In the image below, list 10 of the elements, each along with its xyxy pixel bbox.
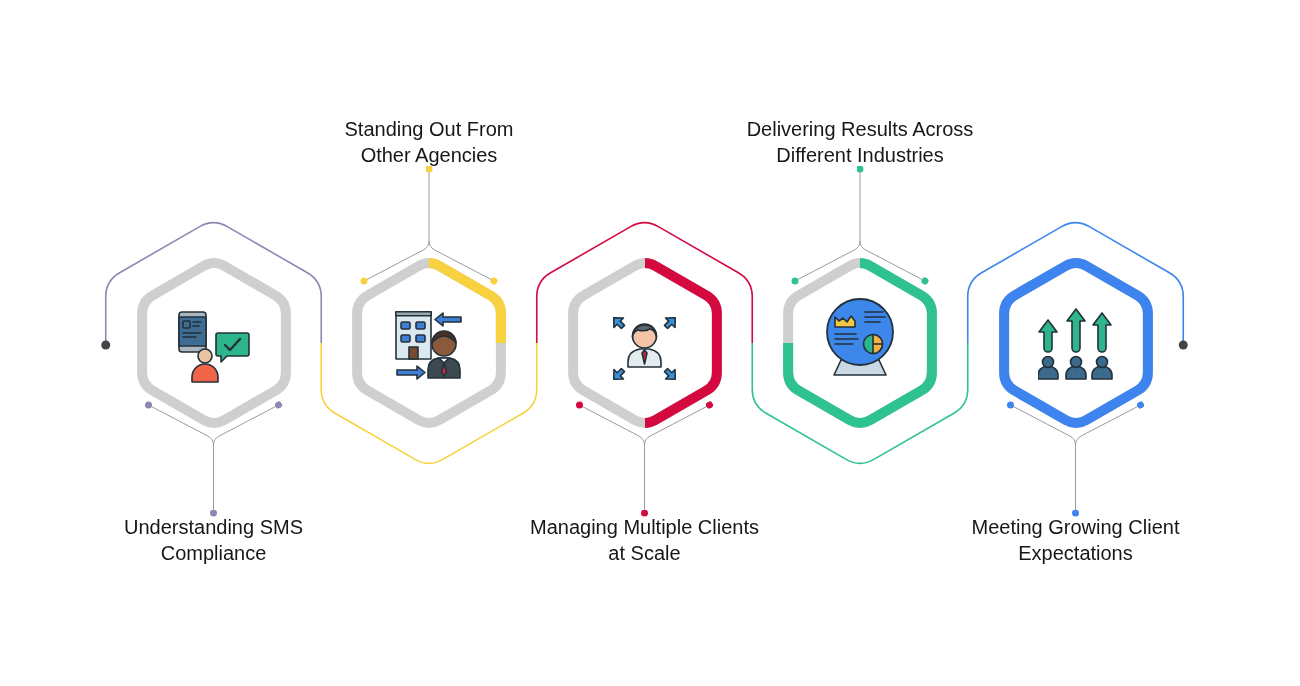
step-title: Understanding SMS Compliance xyxy=(123,514,304,566)
step-title: Managing Multiple Clients at Scale xyxy=(528,514,761,566)
leader-line xyxy=(791,165,929,285)
step-title: Meeting Growing Client Expectations xyxy=(970,514,1181,566)
leader-line xyxy=(360,165,498,285)
leader-line xyxy=(145,401,282,517)
step-title: Delivering Results Across Different Industries xyxy=(745,116,975,168)
leader-line xyxy=(1007,401,1144,517)
step-title: Standing Out From Other Agencies xyxy=(343,116,515,168)
leader-line xyxy=(576,401,713,517)
